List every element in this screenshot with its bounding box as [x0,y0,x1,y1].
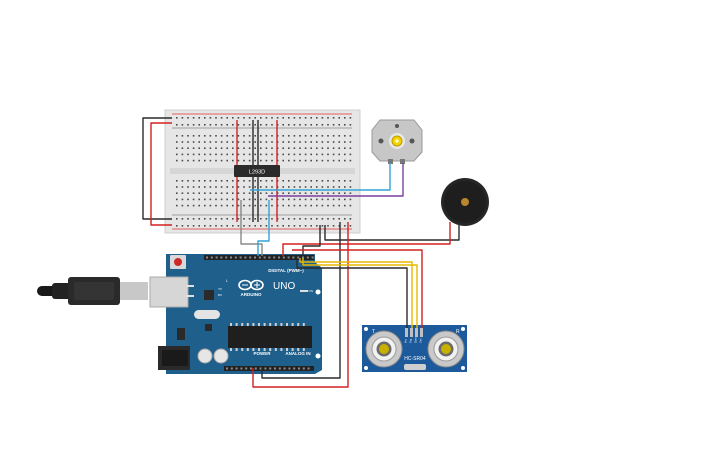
tx-label: TX [218,287,222,291]
arduino-uno-board[interactable]: DIGITAL (PWM~) UNO ARDUINO L TX RX ON PO… [149,254,322,374]
ultrasonic-sensor[interactable]: T R HC-SR04 Vcc Trig Echo Gnd [362,325,467,372]
sensor-r-label: R [456,329,460,335]
rx-label: RX [218,293,222,297]
atmega-pins [230,323,305,351]
sensor-pin-label: Gnd [420,338,423,343]
sensor-pin-label: Trig [410,338,413,343]
infinity-logo [238,279,264,291]
analog-header-label: ANALOG IN [285,351,310,356]
ic-chip[interactable]: L293D [234,165,280,177]
sensor-transmitter [365,330,403,368]
usb-cable[interactable] [37,277,148,305]
sensor-t-label: T [372,329,375,335]
on-label: ON [309,289,314,293]
board-model-label: UNO [273,281,295,292]
ic-label: L293D [249,170,265,176]
sensor-model-label: HC-SR04 [404,356,426,362]
arduino-logo-text: ARDUINO [241,292,262,297]
breadboard-jumpers [236,120,278,222]
sensor-receiver [427,330,465,368]
sensor-pin-header: Vcc Trig Echo Gnd [405,328,423,343]
dc-motor[interactable] [371,119,423,164]
header-pins [206,256,314,370]
digital-header-label: DIGITAL (PWM~) [268,268,304,273]
breadboard-holes [176,117,352,227]
power-header-label: POWER [253,351,271,356]
led-l-label: L [226,279,228,283]
breadboard[interactable]: L293D [164,109,361,234]
sensor-pin-label: Vcc [405,338,408,343]
piezo-buzzer[interactable] [441,178,489,226]
wires[interactable] [142,117,460,388]
sensor-pin-label: Echo [415,337,418,343]
